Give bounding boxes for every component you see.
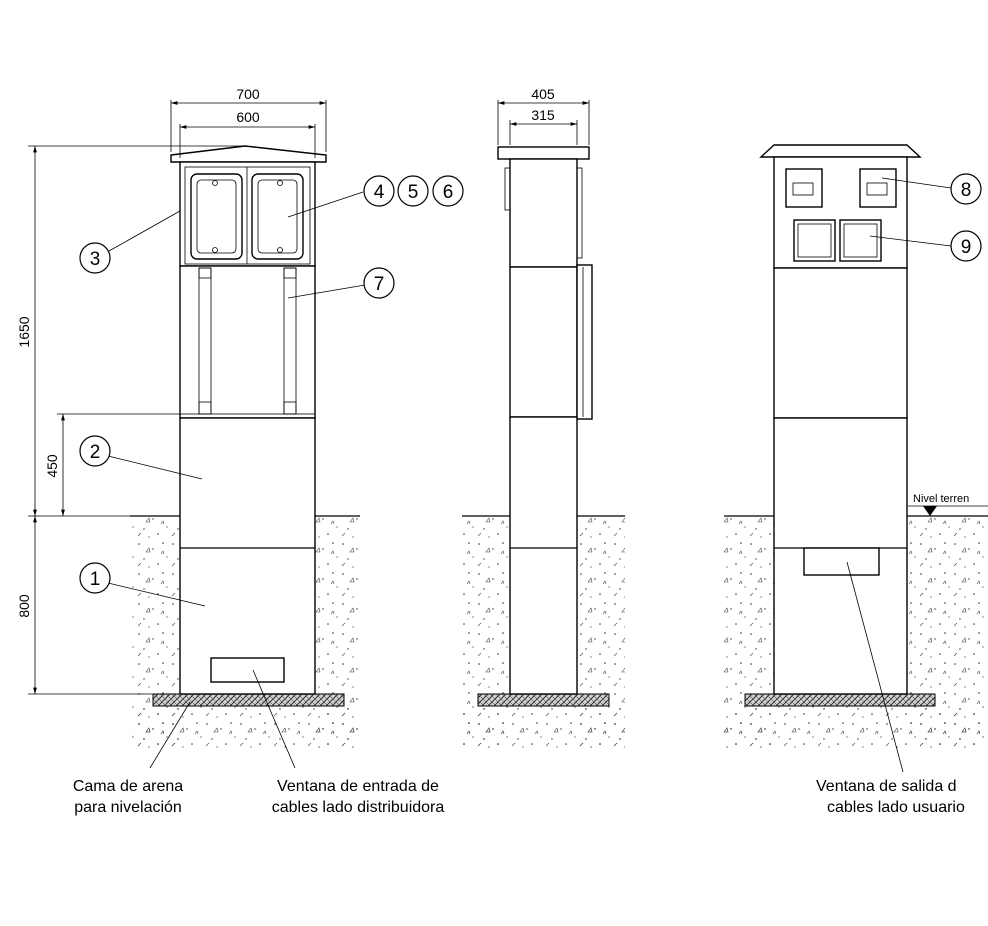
front-view: 700 600 1650 450 800 3 bbox=[16, 86, 464, 769]
dim-700: 700 bbox=[170, 86, 327, 152]
dim-315-label: 315 bbox=[531, 107, 555, 123]
svg-text:4: 4 bbox=[374, 182, 385, 203]
dim-405-label: 405 bbox=[531, 86, 555, 102]
dim-450: 450 bbox=[44, 413, 180, 516]
square-box-right bbox=[839, 219, 882, 262]
dim-405: 405 bbox=[497, 86, 590, 145]
balloon-4-5-6: 4 5 6 bbox=[287, 175, 464, 218]
svg-text:2: 2 bbox=[90, 442, 101, 463]
balloon-1: 1 bbox=[79, 562, 206, 607]
balloon-9: 9 bbox=[869, 230, 982, 262]
middle-section-rear bbox=[773, 267, 908, 419]
sand-bed-side bbox=[477, 693, 610, 707]
svg-text:Cama de arena: Cama de arena bbox=[73, 778, 183, 795]
svg-text:5: 5 bbox=[408, 182, 419, 203]
viewer-right bbox=[859, 168, 897, 208]
svg-text:cables lado usuario: cables lado usuario bbox=[827, 799, 965, 816]
dim-1650: 1650 bbox=[16, 145, 245, 517]
svg-text:cables lado distribuidora: cables lado distribuidora bbox=[272, 799, 445, 816]
svg-text:6: 6 bbox=[443, 182, 454, 203]
svg-text:1: 1 bbox=[90, 569, 101, 590]
side-view: 405 315 bbox=[462, 86, 625, 748]
dim-1650-label: 1650 bbox=[16, 316, 32, 347]
balloon-7: 7 bbox=[287, 267, 395, 299]
entry-window bbox=[210, 657, 285, 683]
svg-text:7: 7 bbox=[374, 274, 385, 295]
roof-front bbox=[170, 145, 327, 163]
sand-bed-rear bbox=[744, 693, 936, 707]
caption-sand-bed: Cama de arena para nivelación bbox=[73, 778, 183, 816]
rear-view: Nivel terren 8 9 bbox=[724, 144, 988, 773]
middle-section-side bbox=[509, 266, 578, 418]
exit-window bbox=[803, 547, 880, 576]
dim-600: 600 bbox=[179, 109, 316, 158]
balloon-8: 8 bbox=[881, 173, 982, 205]
svg-text:9: 9 bbox=[961, 237, 972, 258]
middle-section-front bbox=[179, 265, 316, 419]
balloon-2: 2 bbox=[79, 435, 203, 480]
meter-panel-right bbox=[251, 173, 304, 260]
viewer-left bbox=[785, 168, 823, 208]
dim-800-label: 800 bbox=[16, 594, 32, 618]
base-front bbox=[179, 417, 316, 695]
ground-level-label: Nivel terren bbox=[913, 493, 969, 505]
roof-side bbox=[497, 146, 590, 160]
dim-800: 800 bbox=[16, 516, 153, 695]
soil-rear-bottom bbox=[724, 706, 988, 748]
dim-700-label: 700 bbox=[236, 86, 260, 102]
upper-cabinet-side bbox=[509, 158, 578, 268]
svg-text:para nivelación: para nivelación bbox=[74, 799, 182, 816]
dim-315: 315 bbox=[509, 107, 578, 145]
ground-level-marker: Nivel terren bbox=[908, 493, 988, 516]
svg-text:8: 8 bbox=[961, 180, 972, 201]
svg-text:Ventana de entrada de: Ventana de entrada de bbox=[277, 778, 439, 795]
dim-450-label: 450 bbox=[44, 454, 60, 478]
soil-side-bottom bbox=[462, 706, 625, 748]
caption-exit-window: Ventana de salida d cables lado usuario bbox=[816, 778, 965, 816]
meter-panel-left bbox=[190, 173, 243, 260]
square-box-left bbox=[793, 219, 836, 262]
soil-front-bottom bbox=[130, 706, 360, 748]
roof-rear bbox=[759, 144, 922, 158]
caption-entry-window: Ventana de entrada de cables lado distri… bbox=[272, 778, 445, 816]
dim-600-label: 600 bbox=[236, 109, 260, 125]
svg-text:Ventana de salida d: Ventana de salida d bbox=[816, 778, 957, 795]
svg-text:3: 3 bbox=[90, 249, 101, 270]
sand-bed-front bbox=[152, 693, 345, 707]
balloon-3: 3 bbox=[79, 210, 181, 274]
base-side bbox=[509, 416, 578, 695]
